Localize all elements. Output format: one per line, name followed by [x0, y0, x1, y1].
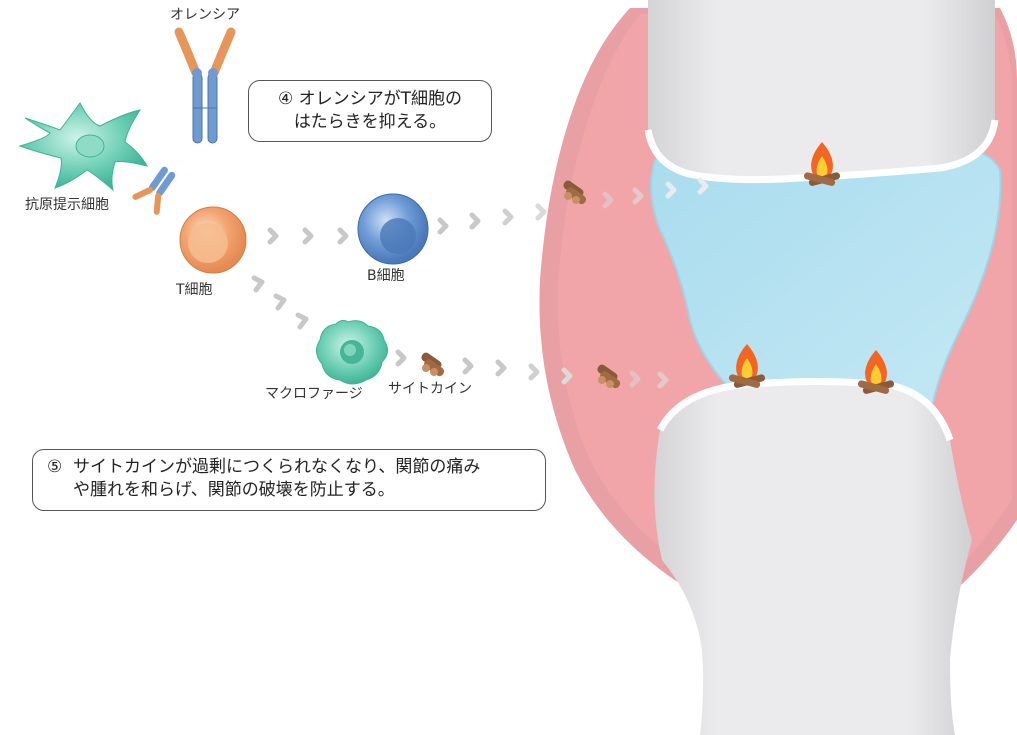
callout-step4-line1: ④ オレンシアがT細胞の	[255, 88, 485, 111]
callout-step5: ⑤ サイトカインが過剰につくられなくなり、関節の痛み や腫れを和らげ、関節の破壊…	[32, 449, 546, 511]
callout-step4-text1: オレンシアがT細胞の	[299, 89, 462, 109]
callout-step5-text: サイトカインが過剰につくられなくなり、関節の痛み や腫れを和らげ、関節の破壊を防…	[73, 456, 539, 502]
t-cell-label: T細胞	[176, 282, 213, 298]
cytokine-label: サイトカイン	[388, 381, 472, 397]
lower-bone	[654, 382, 972, 735]
callout-step4-line2: はたらきを抑える。	[255, 111, 485, 134]
callout-step5-number: ⑤	[47, 456, 62, 479]
t-cell	[180, 207, 246, 273]
antigen-presenting-cell	[20, 103, 147, 190]
antigen-presenting-cell-label: 抗原提示細胞	[25, 197, 109, 213]
callout-step5-line2: や腫れを和らげ、関節の破壊を防止する。	[73, 479, 539, 502]
macrophage	[316, 320, 387, 384]
callout-step4-number: ④	[278, 89, 293, 109]
antibody-icon	[179, 32, 231, 143]
macrophage-label: マクロファージ	[265, 386, 363, 402]
b-cell	[358, 194, 428, 264]
callout-step4: ④ オレンシアがT細胞の はたらきを抑える。	[248, 80, 492, 142]
binding-antibody-icon	[135, 162, 180, 211]
callout-step5-line1: サイトカインが過剰につくられなくなり、関節の痛み	[73, 456, 539, 479]
firewood-icon	[420, 351, 446, 378]
b-cell-label: B細胞	[367, 268, 405, 284]
orencia-label: オレンシア	[170, 7, 240, 23]
